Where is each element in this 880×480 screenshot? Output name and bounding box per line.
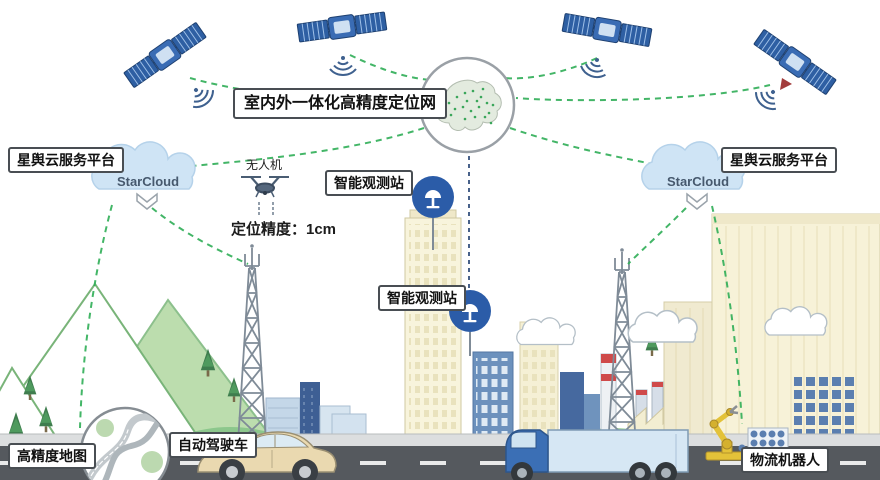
starcloud-text-left: StarCloud xyxy=(116,174,180,189)
signal-wifi-icon-3 xyxy=(577,52,611,82)
satellite-icon-3 xyxy=(560,10,654,50)
truck xyxy=(505,429,689,480)
autonomous-car-label: 自动驾驶车 xyxy=(169,432,257,459)
signal-wifi-icon-2 xyxy=(329,55,357,77)
positioning-accuracy-label: 定位精度：1cm xyxy=(231,221,337,238)
satellite-icon-2 xyxy=(295,8,389,46)
drone-accuracy-measure xyxy=(258,202,274,216)
starcloud-text-right: StarCloud xyxy=(666,174,730,189)
globe-china-map xyxy=(418,56,516,154)
signal-wifi-icon-1 xyxy=(183,79,218,113)
station-label-lower: 智能观测站 xyxy=(378,285,466,312)
down-arrow-icon-right xyxy=(686,192,708,210)
network-title: 室内外一体化高精度定位网 xyxy=(233,88,448,120)
drone-icon xyxy=(241,176,289,198)
right-platform-label: 星舆云服务平台 xyxy=(721,147,837,174)
left-platform-label: 星舆云服务平台 xyxy=(8,147,124,174)
down-arrow-icon-left xyxy=(136,192,158,210)
signal-wifi-icon-4 xyxy=(751,81,786,115)
logistics-robot-label: 物流机器人 xyxy=(741,447,829,474)
hd-map-circle xyxy=(79,406,171,480)
station-label-upper: 智能观测站 xyxy=(325,170,413,197)
hd-map-label: 高精度地图 xyxy=(8,443,96,470)
drone-label: 无人机 xyxy=(246,158,283,172)
satellite-dish-red xyxy=(780,78,792,90)
station-badge-upper xyxy=(412,176,454,218)
